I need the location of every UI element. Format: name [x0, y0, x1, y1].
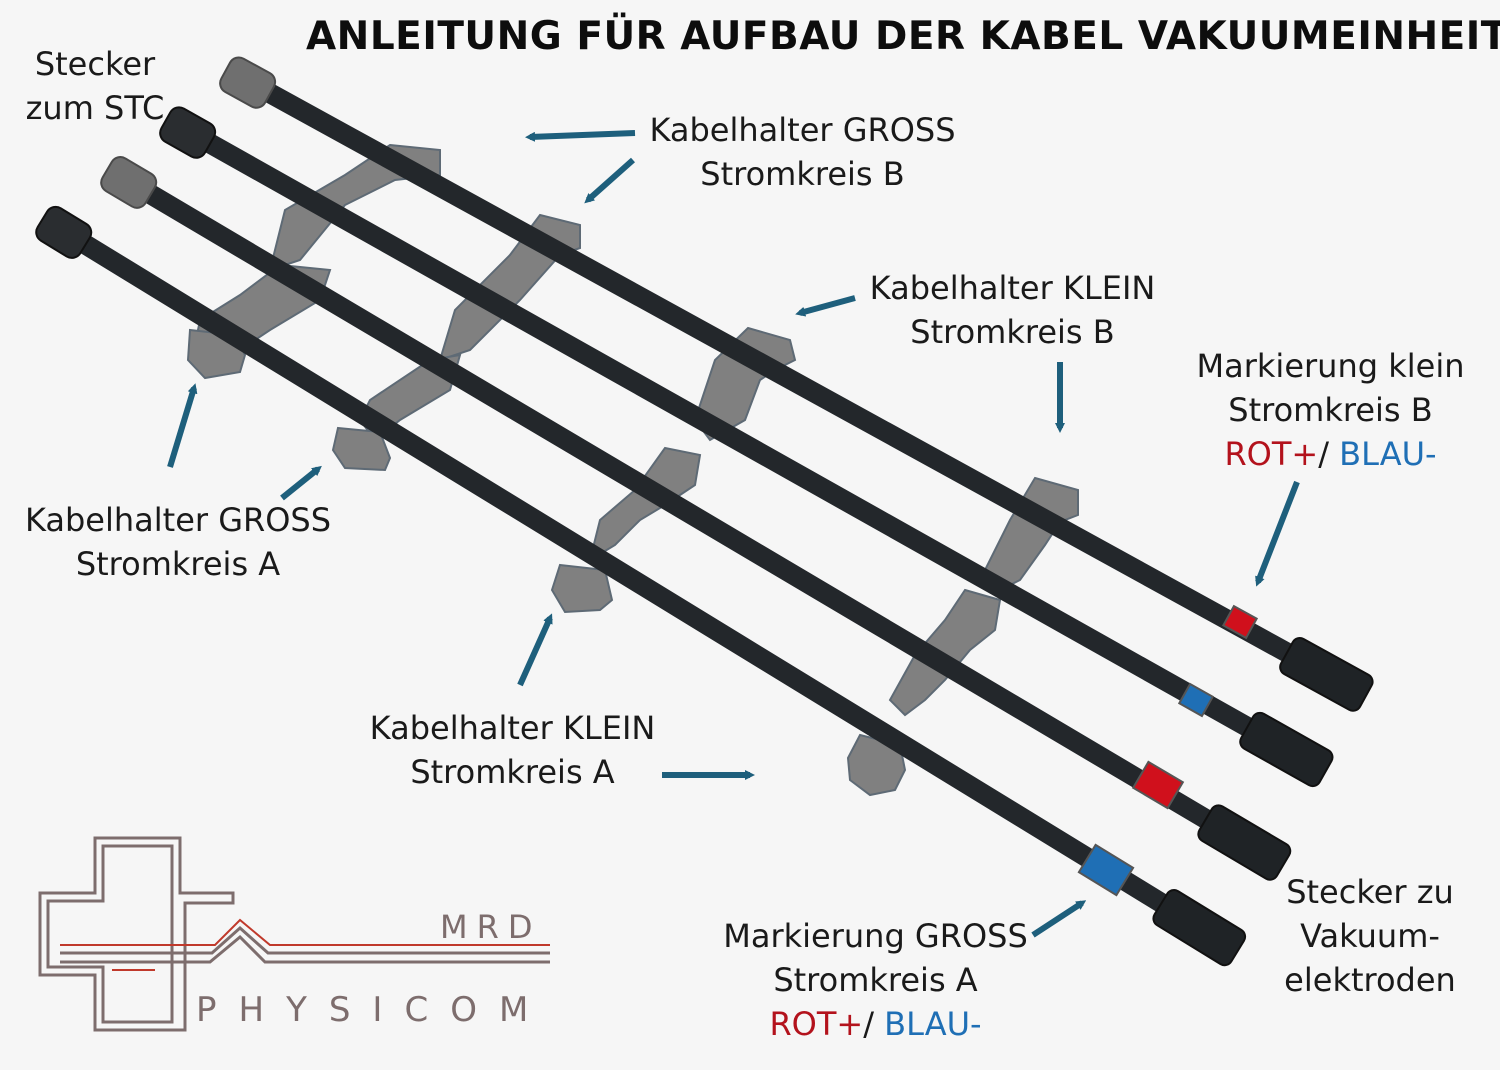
arrow-markierung-klein-b [1255, 480, 1300, 587]
arrow-markierung-gross-a [1031, 900, 1087, 938]
logo-physicom: PHYSICOM [196, 990, 551, 1030]
cable-a-minus [60, 225, 1240, 955]
label-markierung-klein-b: Markierung klein Stromkreis B ROT+/ BLAU… [1196, 347, 1465, 473]
arrow-klein-b-1 [795, 295, 856, 317]
stc-connectors [35, 56, 277, 259]
cables-layer [60, 75, 1365, 955]
marking-klein-red [1221, 604, 1259, 640]
holder-klein-b-low [588, 446, 702, 563]
page-title: ANLEITUNG FÜR AUFBAU DER KABEL VAKUUMEIN… [306, 14, 1500, 59]
cable-b-plus [245, 75, 1365, 700]
stc-plug-4 [35, 205, 93, 259]
vacuum-plug-2 [1239, 711, 1334, 788]
physicom-logo-graphic [38, 836, 550, 1032]
stc-plug-3 [100, 156, 158, 209]
arrow-gross-b-2 [584, 157, 635, 204]
label-stecker-vakuum: Stecker zu Vakuum- elektroden [1284, 873, 1456, 999]
arrow-gross-a-1 [167, 383, 198, 468]
marking-klein-blue [1177, 682, 1215, 718]
label-kabelhalter-klein-a: Kabelhalter KLEIN Stromkreis A [369, 709, 656, 791]
vacuum-connectors [1152, 637, 1374, 967]
holder-klein-b-mid [693, 326, 797, 442]
arrow-gross-a-2 [280, 465, 322, 501]
label-markierung-gross-a: Markierung GROSS Stromkreis A ROT+/ BLAU… [723, 917, 1028, 1043]
marking-gross-red [1131, 760, 1185, 810]
vacuum-plug-4 [1152, 889, 1247, 967]
arrow-gross-b-1 [525, 130, 636, 142]
vacuum-plug-1 [1279, 637, 1374, 712]
stc-plug-1 [219, 56, 277, 109]
holder-gross-b-right [983, 476, 1079, 592]
holders-layer [186, 143, 1079, 797]
marking-gross-blue [1077, 843, 1135, 897]
arrows [167, 130, 1300, 938]
label-stecker-stc: Stecker zum STC [25, 45, 165, 127]
cable-b-minus [185, 125, 1325, 775]
cable-a-plus [125, 175, 1285, 870]
label-kabelhalter-gross-a: Kabelhalter GROSS Stromkreis A [24, 501, 332, 583]
markings [1077, 604, 1259, 897]
stc-plug-2 [159, 106, 217, 159]
logo-mrd: MRD [440, 908, 542, 946]
vacuum-plug-3 [1197, 804, 1292, 881]
label-kabelhalter-gross-b: Kabelhalter GROSS Stromkreis B [649, 111, 956, 193]
label-kabelhalter-klein-b: Kabelhalter KLEIN Stromkreis B [869, 269, 1156, 351]
arrow-klein-a-1 [517, 613, 553, 687]
